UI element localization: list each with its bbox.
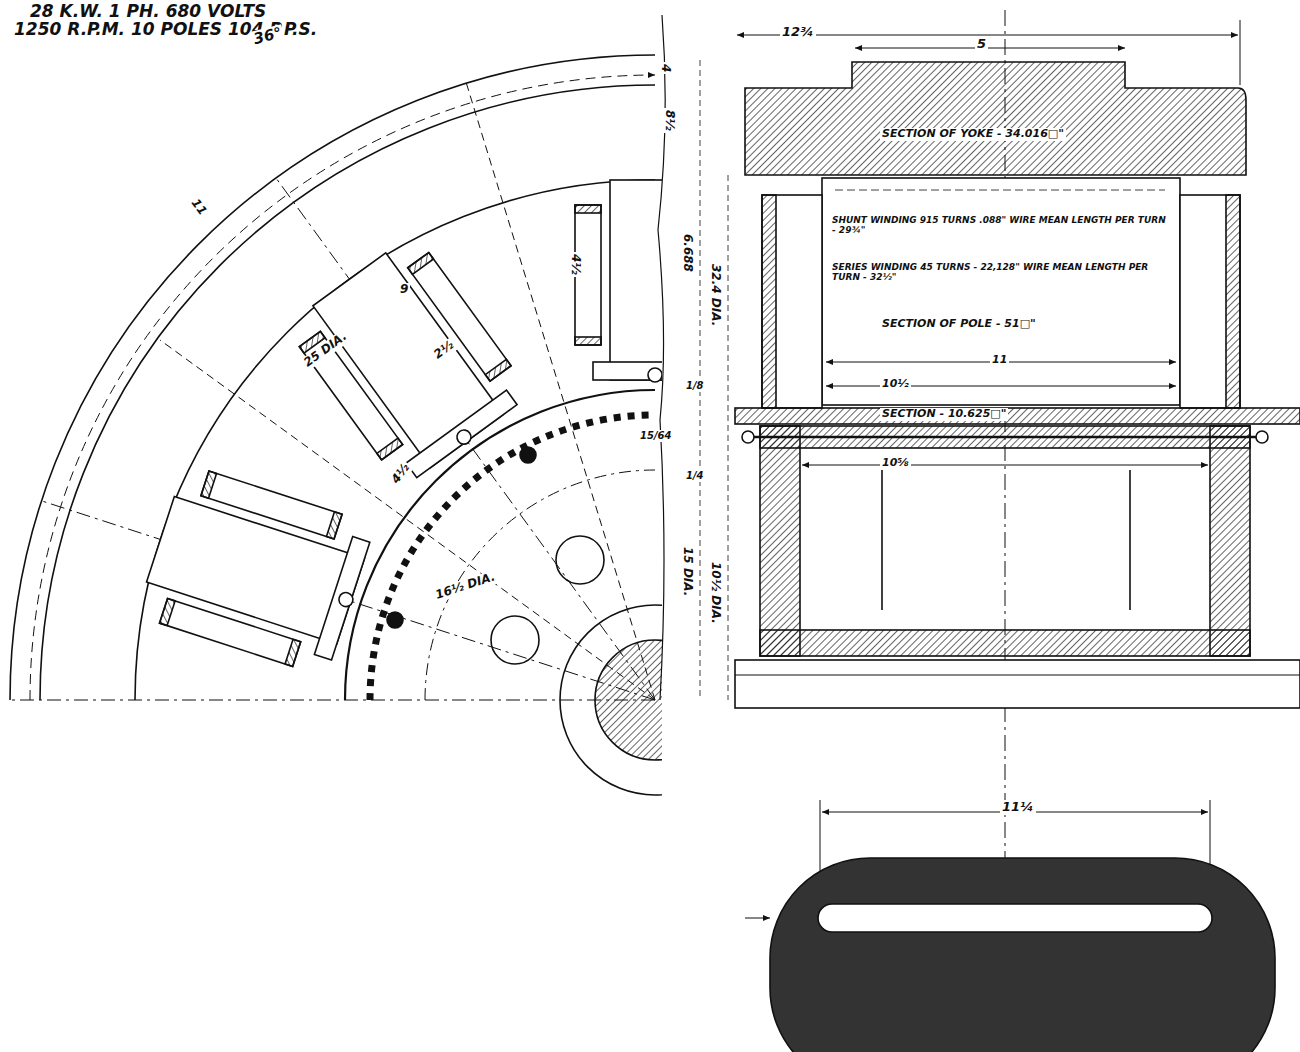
dimension-label: 11: [990, 354, 1009, 367]
dimension-label: 10½: [880, 378, 911, 391]
dimension-label: 5: [975, 37, 988, 52]
dimension-label: 4½: [568, 252, 582, 277]
dimension-label: SHUNT WINDING 915 TURNS .088" WIRE MEAN …: [832, 215, 1172, 236]
dimension-label: 9: [398, 283, 410, 297]
dimension-label: SECTION - 10.625□": [880, 408, 1008, 421]
dimension-label: 6.688: [680, 232, 694, 274]
dimension-label: 1/8: [684, 380, 706, 392]
dimension-label: 4: [658, 62, 672, 74]
dimension-label: SERIES WINDING 45 TURNS - 22,128" WIRE M…: [832, 262, 1172, 283]
rating-title: 28 K.W. 1 PH. 680 VOLTS: [30, 2, 266, 22]
dimension-label: 8½: [662, 108, 676, 133]
dimension-label: 12¾: [780, 25, 816, 40]
dimension-label: SECTION OF YOKE - 34.016□": [880, 128, 1066, 141]
dimension-label: 1/4: [684, 470, 706, 482]
dimension-label: 15 DIA.: [680, 545, 694, 598]
dimension-label: 10⅝: [880, 457, 911, 470]
dimension-label: 32.4 DIA.: [708, 262, 722, 328]
dimension-label: 15/64: [638, 430, 673, 442]
dimension-label: 16½ DIA.: [432, 570, 499, 603]
coil-plan: [770, 858, 1275, 1052]
dimension-label: 11: [187, 195, 210, 220]
dimension-label: SECTION OF POLE - 51□": [880, 318, 1038, 331]
dimension-label: 11¼: [1000, 800, 1036, 815]
dimension-label: 10½ DIA.: [708, 560, 722, 626]
